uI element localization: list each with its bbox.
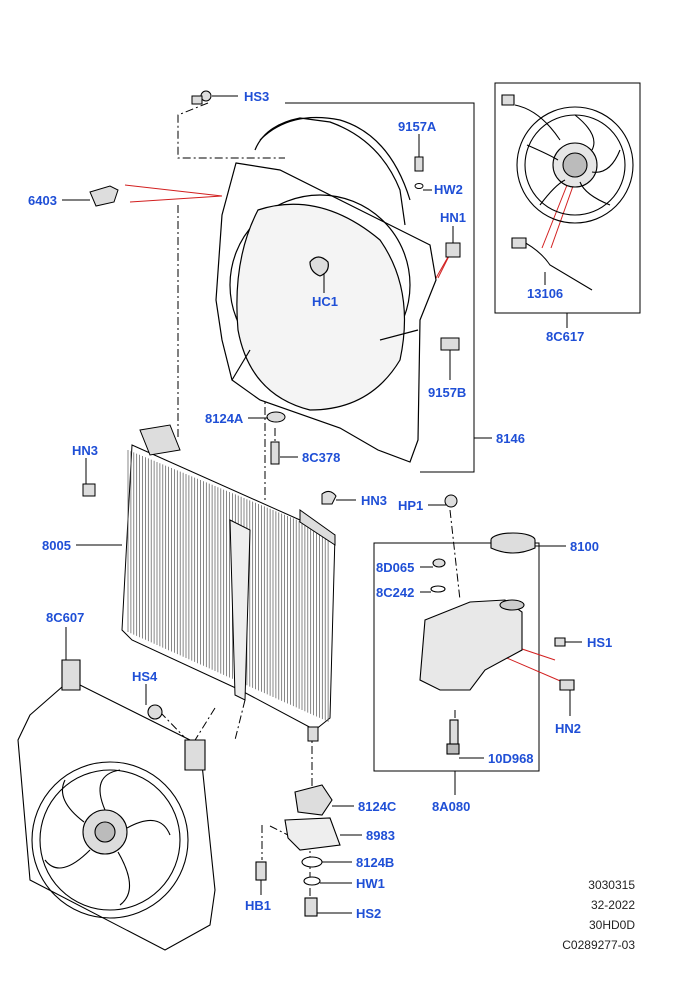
fan-shroud-group-frame — [285, 102, 475, 473]
label-13106: 13106 — [527, 286, 563, 301]
label-leaders — [62, 95, 582, 914]
label-hc1: HC1 — [312, 294, 338, 309]
label-hb1: HB1 — [245, 898, 271, 913]
label-8d065: 8D065 — [376, 560, 414, 575]
ref-code-1: 3030315 — [588, 878, 635, 892]
label-8c378: 8C378 — [302, 450, 340, 465]
label-hs4: HS4 — [132, 669, 158, 684]
label-8983: 8983 — [366, 828, 395, 843]
fan-motor — [501, 94, 634, 291]
ref-code-2: 32-2022 — [590, 898, 635, 912]
label-hs2: HS2 — [356, 906, 381, 921]
label-hs3: HS3 — [244, 89, 269, 104]
label-8146: 8146 — [496, 431, 525, 446]
label-hn2: HN2 — [555, 721, 581, 736]
label-hw1: HW1 — [356, 876, 385, 891]
label-8c617: 8C617 — [546, 329, 584, 344]
fan-motor-box — [494, 82, 641, 314]
radiator-fins — [127, 450, 329, 722]
lower-mount-parts — [255, 784, 341, 917]
label-8c607: 8C607 — [46, 610, 84, 625]
label-8a080: 8A080 — [432, 799, 470, 814]
expansion-tank — [419, 532, 575, 755]
ref-code-3: 30HD0D — [588, 918, 635, 932]
label-hn1: HN1 — [440, 210, 466, 225]
shroud-small-parts — [89, 90, 461, 351]
label-8100: 8100 — [570, 539, 599, 554]
label-8124a: 8124A — [205, 411, 244, 426]
radiator — [121, 424, 336, 742]
label-8005: 8005 — [42, 538, 71, 553]
label-10d968: 10D968 — [488, 751, 534, 766]
expansion-tank-box — [373, 542, 540, 772]
radiator-small-parts — [82, 411, 458, 508]
part-labels: HS3 9157A 6403 HW2 HN1 HC1 9157B 8146 13… — [28, 89, 612, 921]
label-hs1: HS1 — [587, 635, 612, 650]
label-hn3-right: HN3 — [361, 493, 387, 508]
label-6403: 6403 — [28, 193, 57, 208]
ref-code-4: C0289277-03 — [562, 938, 635, 952]
label-8c242: 8C242 — [376, 585, 414, 600]
label-hn3-left: HN3 — [72, 443, 98, 458]
label-9157b: 9157B — [428, 385, 466, 400]
label-8124b: 8124B — [356, 855, 394, 870]
label-9157a: 9157A — [398, 119, 437, 134]
label-hp1: HP1 — [398, 498, 423, 513]
label-hw2: HW2 — [434, 182, 463, 197]
lower-fan-shroud — [17, 659, 216, 951]
fan-shroud — [215, 117, 437, 463]
reference-codes: 3030315 32-2022 30HD0D C0289277-03 — [562, 875, 635, 955]
label-8124c: 8124C — [358, 799, 397, 814]
